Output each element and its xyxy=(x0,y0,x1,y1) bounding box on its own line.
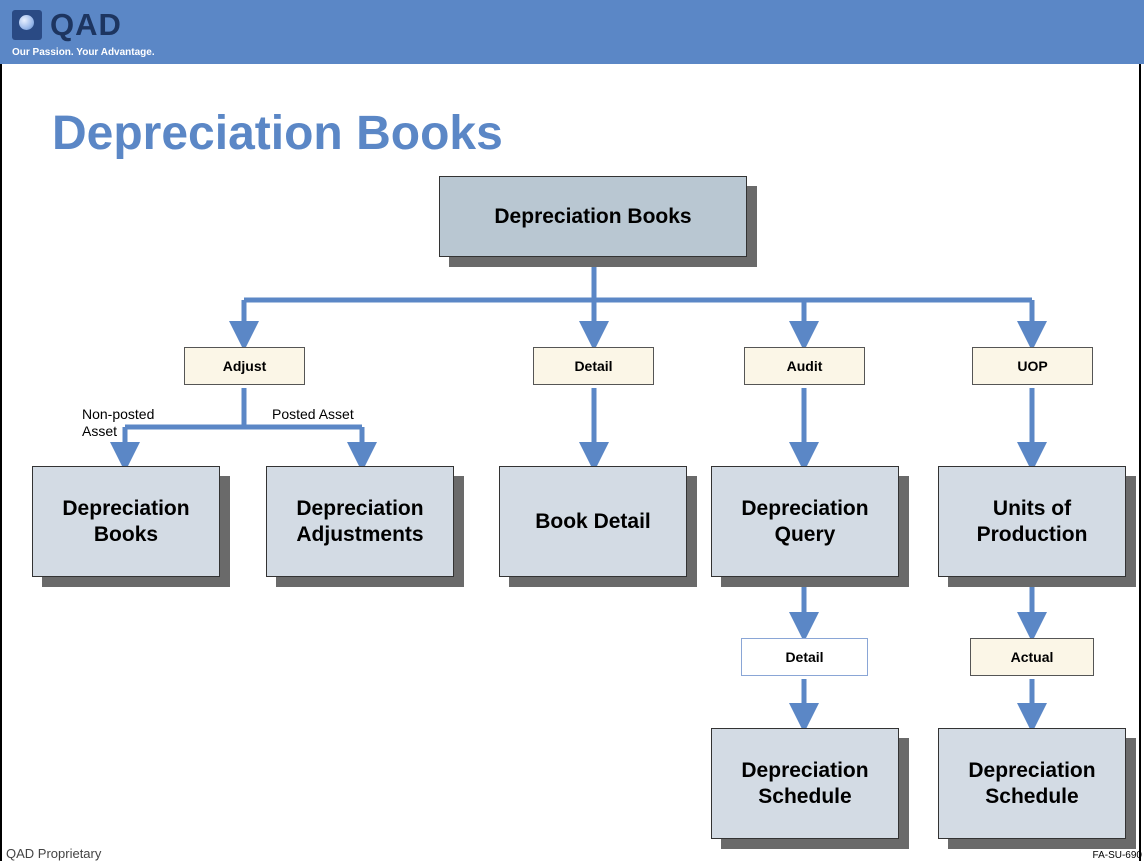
box-units-production-label: Units of Production xyxy=(938,466,1126,577)
box-dep-query: Depreciation Query xyxy=(711,466,909,587)
qad-logo: QAD Our Passion. Your Advantage. xyxy=(8,6,268,62)
tag-audit: Audit xyxy=(744,347,865,385)
tag-detail-2: Detail xyxy=(741,638,868,676)
tag-adjust: Adjust xyxy=(184,347,305,385)
box-book-detail-label: Book Detail xyxy=(499,466,687,577)
page-title: Depreciation Books xyxy=(52,107,503,160)
tag-uop: UOP xyxy=(972,347,1093,385)
box-dep-books: Depreciation Books xyxy=(32,466,230,587)
box-dep-schedule-1-label: Depreciation Schedule xyxy=(711,728,899,839)
box-dep-adjustments-label: Depreciation Adjustments xyxy=(266,466,454,577)
label-non-posted-asset: Non-posted Asset xyxy=(82,406,155,439)
box-dep-books-label: Depreciation Books xyxy=(32,466,220,577)
root-box: Depreciation Books xyxy=(439,176,757,267)
box-dep-query-label: Depreciation Query xyxy=(711,466,899,577)
footer-proprietary: QAD Proprietary xyxy=(6,846,102,861)
tag-actual: Actual xyxy=(970,638,1094,676)
logo-tagline: Our Passion. Your Advantage. xyxy=(12,47,155,58)
footer-slide-code: FA-SU-690 xyxy=(1092,850,1142,861)
box-dep-schedule-2: Depreciation Schedule xyxy=(938,728,1136,849)
box-units-production: Units of Production xyxy=(938,466,1136,587)
qad-logo-icon xyxy=(12,10,42,40)
root-box-label: Depreciation Books xyxy=(439,176,747,257)
header-bar: QAD Our Passion. Your Advantage. xyxy=(0,0,1144,64)
label-posted-asset: Posted Asset xyxy=(272,406,354,422)
box-dep-schedule-2-label: Depreciation Schedule xyxy=(938,728,1126,839)
box-book-detail: Book Detail xyxy=(499,466,697,587)
logo-text: QAD xyxy=(50,7,122,42)
tag-detail: Detail xyxy=(533,347,654,385)
box-dep-schedule-1: Depreciation Schedule xyxy=(711,728,909,849)
box-dep-adjustments: Depreciation Adjustments xyxy=(266,466,464,587)
